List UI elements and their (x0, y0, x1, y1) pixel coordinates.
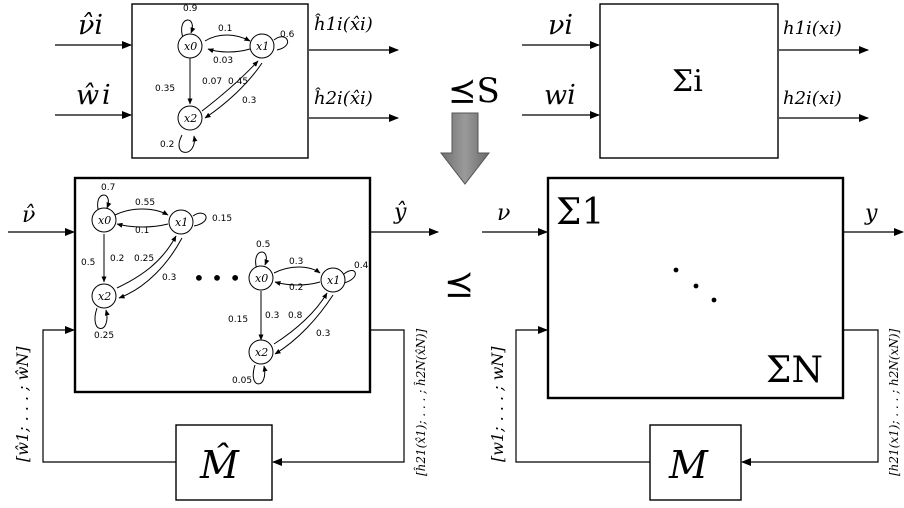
interconnect-label-abstract: M̂ (199, 443, 240, 487)
transition-label: 0.03 (213, 56, 233, 66)
input-nu-hat-i: ν̂i (78, 10, 103, 41)
transition-label: 0.4 (354, 261, 369, 271)
state-label: x0 (255, 272, 268, 285)
transition-label: 0.05 (232, 376, 252, 386)
state-label: x1 (327, 274, 340, 287)
transition-label: 0.9 (183, 4, 198, 14)
interconnect-block (649, 424, 742, 501)
abstract-subsystem-box (131, 3, 309, 159)
transition-label: 0.2 (110, 254, 124, 264)
state-node (248, 265, 274, 291)
state-label: x1 (175, 216, 188, 229)
state-node (177, 33, 203, 59)
abstract-subsystem: ν̂i ŵi ĥ1i(x̂i) ĥ2i(x̂i) x0 x1 x2 0.9 0.… (55, 3, 399, 159)
input-nu-hat: ν̂ (22, 203, 35, 228)
sigma-i-label: Σi (672, 64, 703, 99)
output-h1: h1i(xi) (783, 18, 842, 39)
concrete-subsystem: νi wi h1i(xi) h2i(xi) Σi (522, 3, 869, 159)
interconnect-label: M (668, 443, 709, 487)
state-label: x2 (98, 290, 111, 303)
transition-label: 0.2 (160, 140, 174, 150)
sigma-1-label: Σ1 (556, 192, 604, 233)
transition-label: 0.15 (212, 214, 232, 224)
output-h2: h2i(xi) (783, 88, 842, 109)
ellipsis-dot (711, 297, 717, 303)
state-node (168, 209, 194, 235)
sigma-N-label: ΣN (766, 350, 823, 391)
transition-label: 0.07 (202, 77, 222, 87)
state-node (177, 105, 203, 131)
input-nu-i: νi (548, 10, 573, 41)
transition-label: 0.2 (289, 283, 303, 293)
relation-symbol-middle: ⪯ (444, 264, 474, 305)
transition-label: 0.1 (135, 226, 149, 236)
state-node (248, 339, 274, 365)
abstract-network-box (73, 176, 372, 394)
transition-label: 0.5 (256, 240, 270, 250)
ellipsis-dot (693, 283, 699, 289)
transition-label: 0.45 (228, 77, 248, 87)
down-arrow-icon (439, 112, 491, 185)
state-label: x0 (184, 40, 197, 53)
transition-label: 0.25 (134, 254, 154, 264)
transition-label: 0.3 (289, 257, 303, 267)
state-node (91, 283, 117, 309)
feedback-right-label: [h21(x1); . . . ; h2N(xN)] (887, 328, 901, 476)
state-label: x1 (256, 40, 269, 53)
transition-label: 0.1 (218, 24, 232, 34)
state-label: x2 (255, 346, 268, 359)
abstract-network: ν̂ ŷ x0 x1 x2 0.7 0.55 0.1 0.15 0.5 0.2 … (8, 176, 439, 501)
feedback-right-label-abstract: [ĥ21(x̂1); . . . ; ĥ2N(x̂N)] (413, 328, 428, 476)
state-node (91, 207, 117, 233)
transition-label: 0.3 (162, 273, 176, 283)
transition-label: 0.25 (94, 331, 114, 341)
feedback-left-label: [w1; . . . ; wN] (488, 346, 507, 462)
input-w-hat-i: ŵi (76, 80, 111, 111)
state-label: x0 (98, 214, 111, 227)
relation-symbol-top: ⪯S (448, 71, 500, 111)
transition-label: 0.35 (155, 84, 175, 94)
input-nu: ν (497, 201, 510, 226)
input-w-i: wi (544, 80, 576, 111)
transition-label: 0.55 (135, 198, 155, 208)
transition-label: 0.3 (242, 96, 256, 106)
output-h1-hat: ĥ1i(x̂i) (314, 12, 373, 35)
transition-label: 0.6 (280, 30, 295, 40)
concrete-subsystem-box (599, 3, 779, 159)
state-label: x2 (184, 112, 197, 125)
transition-label: 0.5 (81, 258, 95, 268)
interconnect-block-abstract (175, 424, 273, 501)
transition-label: 0.7 (101, 183, 115, 193)
output-y: y (864, 201, 878, 226)
concrete-network: ν y Σ1 ΣN M [w1; . . . ; wN] [h21(x1); .… (482, 176, 904, 501)
transition-label: 0.8 (288, 311, 303, 321)
transition-label: 0.3 (316, 329, 330, 339)
ellipsis-dots: • • • (193, 266, 241, 290)
state-node (249, 33, 275, 59)
feedback-left-label-abstract: [ŵ1; . . . ; ŵN] (13, 346, 32, 462)
transition-label: 0.3 (265, 311, 279, 321)
output-y-hat: ŷ (393, 200, 407, 225)
state-node (320, 267, 346, 293)
ellipsis-dot (673, 267, 679, 273)
output-h2-hat: ĥ2i(x̂i) (314, 86, 373, 109)
transition-label: 0.15 (228, 315, 248, 325)
